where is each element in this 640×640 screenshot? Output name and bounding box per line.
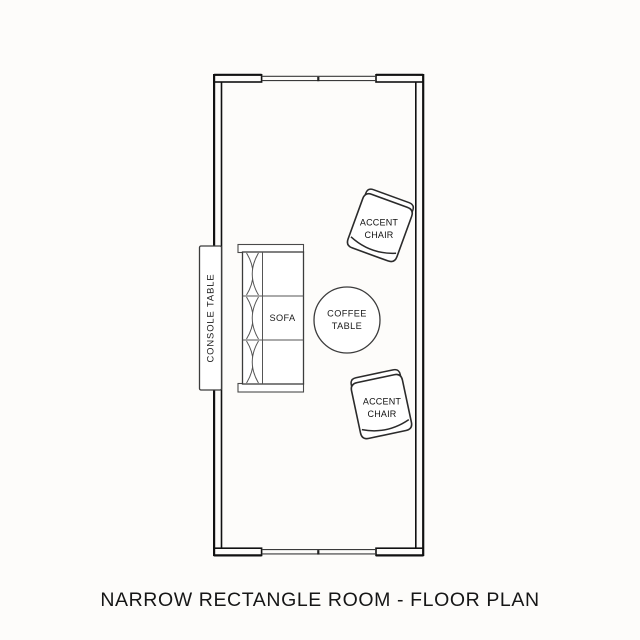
bottom-window bbox=[261, 549, 376, 555]
accent-chair-top-label-line1: ACCENT bbox=[360, 217, 399, 227]
page-title: NARROW RECTANGLE ROOM - FLOOR PLAN bbox=[100, 589, 539, 611]
coffee-table[interactable]: COFFEE TABLE bbox=[313, 286, 381, 354]
sofa[interactable]: SOFA bbox=[237, 243, 305, 393]
wall-bottom bbox=[213, 547, 425, 557]
wall-right bbox=[414, 74, 425, 557]
accent-chair-bottom[interactable]: ACCENT CHAIR bbox=[349, 368, 413, 440]
top-window bbox=[261, 75, 376, 82]
coffee-table-label-line2: TABLE bbox=[332, 321, 362, 331]
accent-chair-bottom-label-line2: CHAIR bbox=[367, 409, 396, 419]
wall-top bbox=[213, 73, 425, 83]
accent-chair-top-label-line2: CHAIR bbox=[364, 230, 393, 240]
console-table-label: CONSOLE TABLE bbox=[204, 274, 215, 363]
coffee-table-label-line1: COFFEE bbox=[327, 308, 367, 318]
room-walls bbox=[213, 73, 425, 557]
sofa-label: SOFA bbox=[269, 313, 296, 323]
accent-chair-bottom-label-line1: ACCENT bbox=[363, 396, 402, 406]
accent-chair-top[interactable]: ACCENT CHAIR bbox=[346, 187, 416, 263]
console-table[interactable]: CONSOLE TABLE bbox=[198, 245, 223, 391]
